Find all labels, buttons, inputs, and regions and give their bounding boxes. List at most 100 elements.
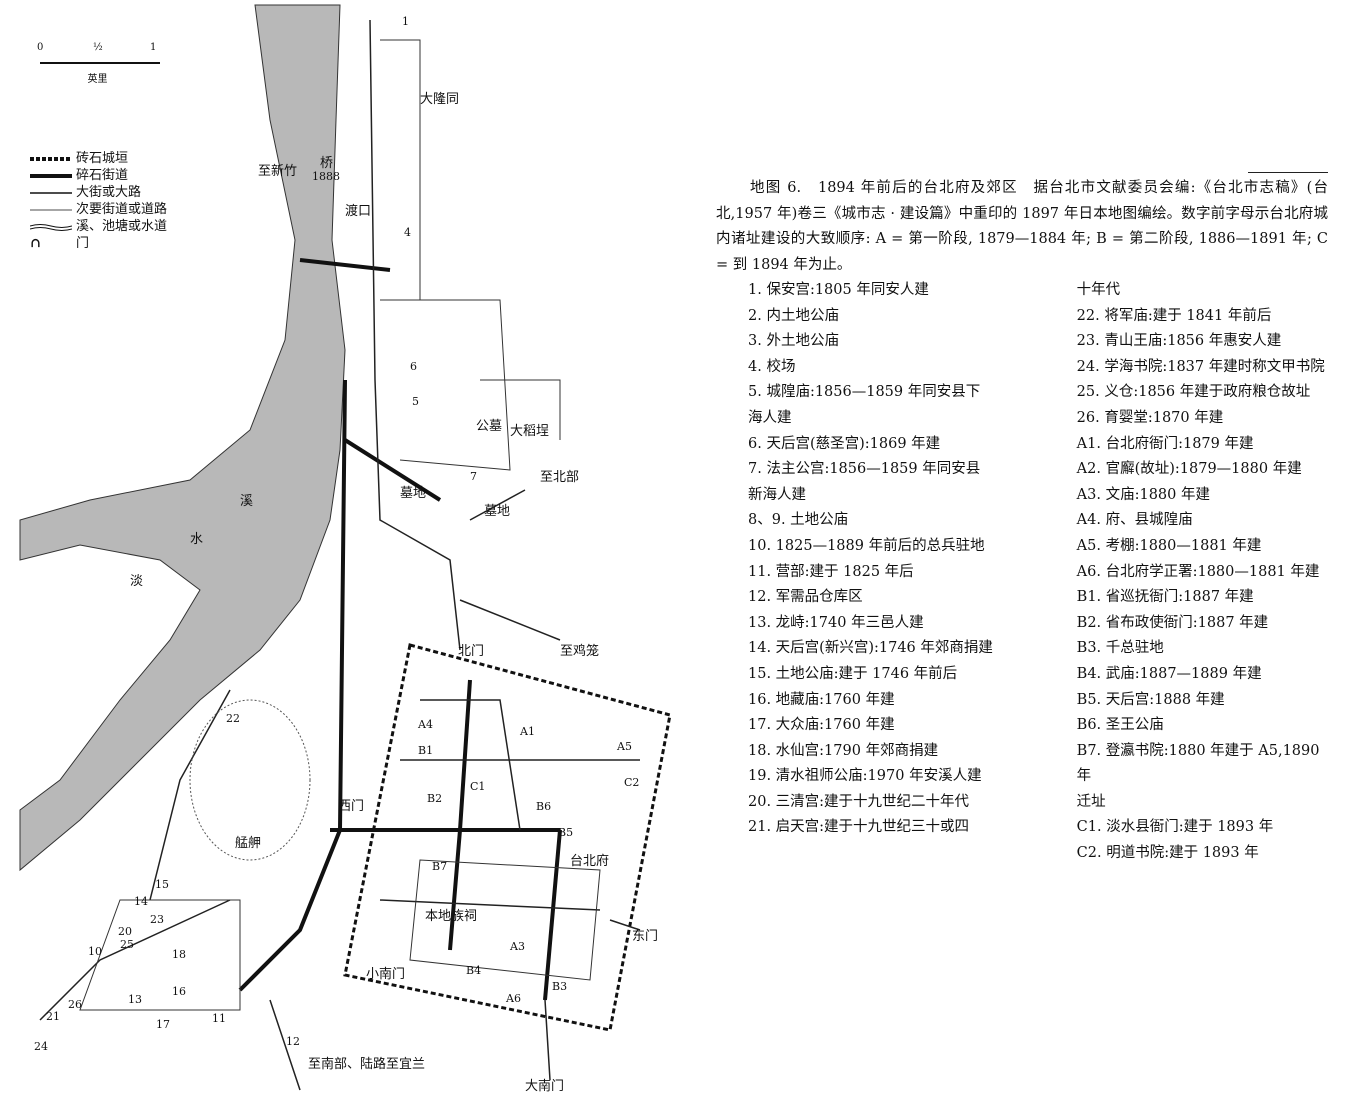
site-index-item: 海人建 xyxy=(748,409,792,426)
map-marker: A4 xyxy=(418,718,433,731)
map-label: 艋舺 xyxy=(235,836,262,851)
map-marker: 14 xyxy=(134,895,148,908)
legend-label: 溪、池塘或水道 xyxy=(76,219,168,234)
site-index-item: 23. 青山王庙:1856 年惠安人建 xyxy=(1076,333,1282,350)
site-index-item: A4. 府、县城隍庙 xyxy=(1076,512,1193,529)
site-index-item: 17. 大众庙:1760 年建 xyxy=(748,717,895,734)
map-marker: 5 xyxy=(412,395,419,408)
map-marker: 7 xyxy=(470,470,477,483)
site-index-item: 15. 土地公庙:建于 1746 年前后 xyxy=(748,665,958,682)
site-index-item: C2. 明道书院:建于 1893 年 xyxy=(1076,845,1259,862)
map-marker: 1 xyxy=(402,15,409,28)
scale-tick: 0 xyxy=(37,42,44,53)
site-index-item: 14. 天后宫(新兴宫):1746 年郊商捐建 xyxy=(748,640,993,657)
map-marker: A1 xyxy=(520,725,535,738)
site-index-item: 26. 育婴堂:1870 年建 xyxy=(1076,409,1224,426)
legend-item-wall: 砖石城垣 xyxy=(30,150,167,167)
map-marker: A6 xyxy=(506,992,521,1005)
map-marker: 24 xyxy=(34,1040,48,1053)
site-index-item: 8、9. 土地公庙 xyxy=(748,512,849,529)
site-index-item: 18. 水仙宫:1790 年郊商捐建 xyxy=(748,742,939,759)
map-label: 至南部、陆路至宜兰 xyxy=(308,1057,426,1072)
map-legend: 砖石城垣 碎石街道 大街或大路 次要街道或道路 溪、池塘或水道 ∩门 xyxy=(30,150,167,252)
map-caption: 地图 6. 1894 年前后的台北府及郊区 据台北市文献委员会编:《台北市志稿》… xyxy=(716,172,1328,867)
site-index-item: B1. 省巡抚衙门:1887 年建 xyxy=(1076,589,1254,606)
site-index-item: 7. 法主公宫:1856—1859 年同安县 xyxy=(748,461,981,478)
map-label: 西门 xyxy=(338,799,365,814)
map-label: 墓地 xyxy=(400,486,427,501)
site-index-item: B6. 圣王公庙 xyxy=(1076,717,1164,734)
site-index-item: 5. 城隍庙:1856—1859 年同安县下 xyxy=(748,384,981,401)
map-label: 台北府 xyxy=(570,854,610,869)
map-marker: 13 xyxy=(128,993,142,1006)
map-marker: B4 xyxy=(466,964,482,977)
map-label: 公墓 xyxy=(476,419,503,434)
site-index-item: 24. 学海书院:1837 年建时称文甲书院 xyxy=(1076,358,1325,375)
site-index-item: B5. 天后宫:1888 年建 xyxy=(1076,691,1225,708)
scale-unit: 英里 xyxy=(87,74,108,85)
map-marker: 10 xyxy=(88,945,102,958)
site-index-item: A5. 考棚:1880—1881 年建 xyxy=(1076,537,1262,554)
site-index-item: A2. 官廨(故址):1879—1880 年建 xyxy=(1076,461,1302,478)
map-marker: C2 xyxy=(624,776,640,789)
site-index-item: A6. 台北府学正署:1880—1881 年建 xyxy=(1076,563,1320,580)
legend-label: 砖石城垣 xyxy=(76,151,129,166)
site-index-item: A3. 文庙:1880 年建 xyxy=(1076,486,1210,503)
site-index-item: 12. 军需品仓库区 xyxy=(748,589,863,606)
caption-text: 地图 6. 1894 年前后的台北府及郊区 据台北市文献委员会编:《台北市志稿》… xyxy=(716,180,1328,273)
site-index-item: 16. 地藏庙:1760 年建 xyxy=(748,691,895,708)
map-marker: 26 xyxy=(68,998,82,1011)
site-index-item: 11. 营部:建于 1825 年后 xyxy=(748,563,914,580)
map-label: 墓地 xyxy=(484,504,511,519)
map-marker: 21 xyxy=(46,1010,60,1023)
map-label: 溪 xyxy=(240,494,254,509)
map-label: 小南门 xyxy=(366,967,406,982)
site-index-item: B4. 武庙:1887—1889 年建 xyxy=(1076,665,1262,682)
map-label: 渡口 xyxy=(345,204,372,219)
map-marker: B1 xyxy=(418,744,434,757)
map-label: 东门 xyxy=(632,929,659,944)
site-index-item: 1. 保安宫:1805 年同安人建 xyxy=(748,282,929,298)
site-index-item: C1. 淡水县衙门:建于 1893 年 xyxy=(1076,819,1274,836)
scale-tick: ½ xyxy=(93,42,103,53)
legend-label: 碎石街道 xyxy=(76,168,129,183)
map-marker: 6 xyxy=(410,360,417,373)
scale-bar: 0 ½ 1 英里 xyxy=(35,40,160,85)
map-label: 至北部 xyxy=(540,470,580,485)
legend-item-main: 大街或大路 xyxy=(30,184,167,201)
map-marker: 16 xyxy=(172,985,186,998)
map-label: 淡 xyxy=(130,574,144,589)
site-index-item: 20. 三清宫:建于十九世纪二十年代 xyxy=(748,793,970,810)
map-marker: B3 xyxy=(552,980,568,993)
legend-item-gate: ∩门 xyxy=(30,235,167,252)
map-label: 大南门 xyxy=(525,1079,565,1094)
map-marker: 25 xyxy=(120,938,134,951)
site-index-item: 4. 校场 xyxy=(748,358,796,375)
map-label: 大隆同 xyxy=(420,92,460,107)
legend-item-minor: 次要街道或道路 xyxy=(30,201,167,218)
site-index-item: 6. 天后宫(慈圣宫):1869 年建 xyxy=(748,435,941,452)
map-marker: 20 xyxy=(118,925,132,938)
map-drawing xyxy=(19,4,672,1091)
map-label: 1888 xyxy=(312,170,340,183)
map-marker: 4 xyxy=(404,226,411,239)
city-wall xyxy=(343,643,672,1032)
map-label: 北门 xyxy=(458,644,485,659)
legend-label: 大街或大路 xyxy=(76,185,142,200)
map-label: 本地族祠 xyxy=(425,909,478,924)
map-marker: C1 xyxy=(470,780,486,793)
map-label: 至鸡笼 xyxy=(560,644,600,659)
site-index-item: 2. 内土地公庙 xyxy=(748,307,839,324)
map-label: 大稻埕 xyxy=(510,424,550,439)
map-marker: B5 xyxy=(558,826,574,839)
scale-tick: 1 xyxy=(150,42,157,53)
map-label: 水 xyxy=(190,532,204,547)
map-label: 桥 xyxy=(320,156,334,171)
map-marker: B7 xyxy=(432,860,448,873)
site-index-item: B7. 登瀛书院:1880 年建于 A5,1890 年 xyxy=(1076,742,1320,785)
blocks xyxy=(79,39,601,1011)
